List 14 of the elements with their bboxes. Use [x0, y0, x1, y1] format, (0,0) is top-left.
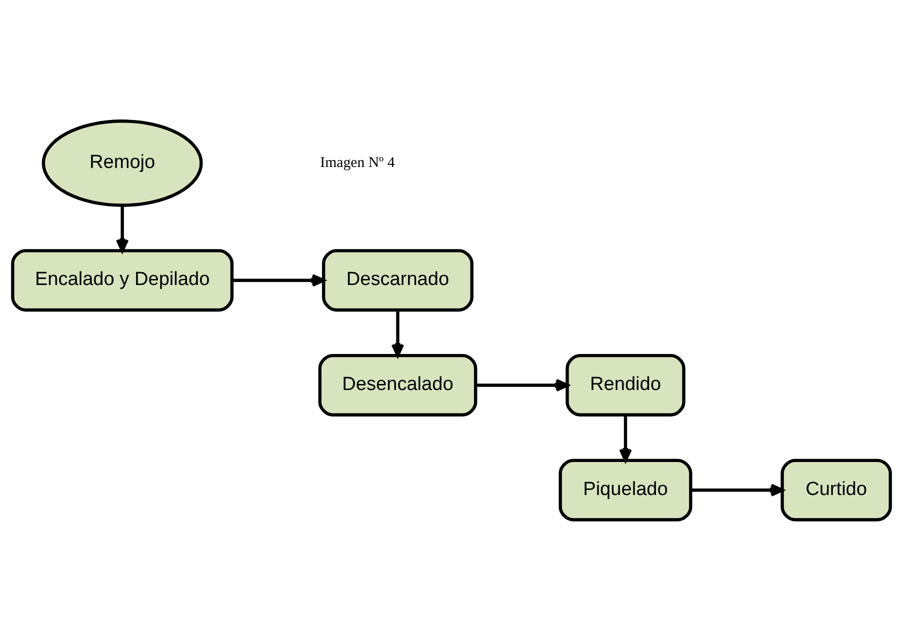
- node-box: Piquelado: [558, 458, 692, 522]
- arrow: [690, 484, 784, 496]
- arrow: [619, 414, 632, 462]
- label: Imagen Nº 4: [320, 155, 395, 172]
- arrow: [116, 205, 129, 252]
- node-box: Descarnado: [322, 249, 474, 312]
- node-box: Desencalado: [318, 354, 478, 416]
- node-box: Rendido: [566, 354, 686, 416]
- node-box: Curtido: [780, 458, 892, 522]
- node-box: Encalado y Depilado: [11, 249, 234, 312]
- arrow: [476, 378, 569, 392]
- node-ellipse: Remojo: [42, 120, 203, 207]
- arrow: [391, 310, 404, 357]
- arrow: [232, 274, 325, 287]
